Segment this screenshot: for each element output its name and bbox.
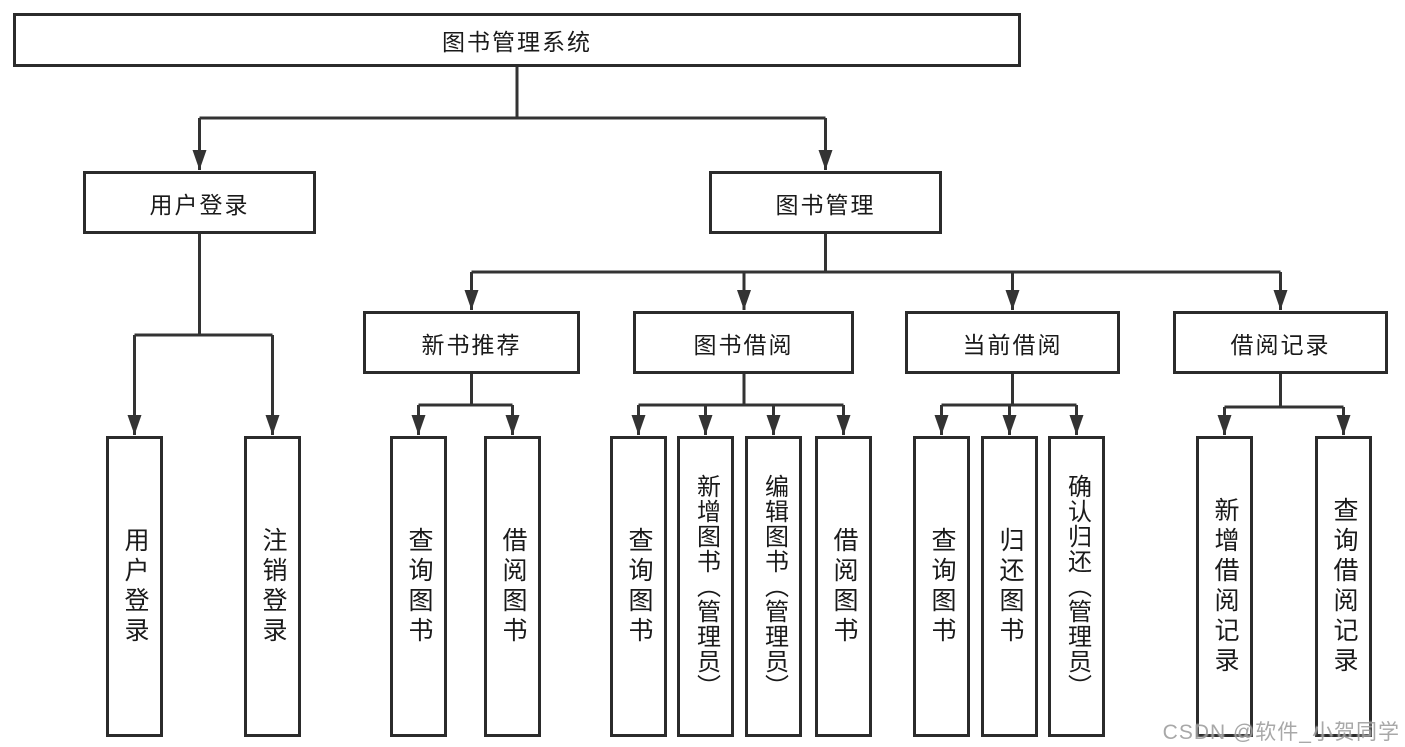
node-label: 新书推荐 xyxy=(421,331,522,358)
leaf-label: 新增图书（管理员） xyxy=(692,474,720,699)
node-system-root: 图书管理系统 xyxy=(13,13,1021,67)
edge-borrow-bus xyxy=(638,374,844,407)
leaf-label: 编辑图书（管理员） xyxy=(760,474,788,699)
watermark: CSDN @软件_小贺同学 xyxy=(1162,721,1400,744)
node-label: 图书借阅 xyxy=(693,331,794,358)
edge-records-bus xyxy=(1224,374,1344,409)
leaf-user-login: 用户登录 xyxy=(106,436,163,737)
leaf-label: 查询图书 xyxy=(405,526,433,647)
leaf-label: 查询借阅记录 xyxy=(1330,496,1358,677)
leaf-label: 归还图书 xyxy=(996,526,1024,647)
node-user-login: 用户登录 xyxy=(83,171,316,234)
leaf-label: 查询图书 xyxy=(928,526,956,647)
leaf-label: 注销登录 xyxy=(259,526,287,647)
leaf-current-return: 归还图书 xyxy=(981,436,1038,737)
leaf-logout: 注销登录 xyxy=(244,436,301,737)
leaf-current-confirm-admin: 确认归还（管理员） xyxy=(1048,436,1105,737)
node-label: 图书管理系统 xyxy=(442,29,592,55)
leaf-borrow-add-admin: 新增图书（管理员） xyxy=(677,436,734,737)
leaf-label: 借阅图书 xyxy=(830,526,858,647)
node-label: 借阅记录 xyxy=(1230,331,1331,358)
leaf-label: 新增借阅记录 xyxy=(1211,496,1239,677)
leaf-borrow-query: 查询图书 xyxy=(610,436,667,737)
leaf-newbook-query: 查询图书 xyxy=(390,436,447,737)
edge-book-mgmt-bus xyxy=(471,234,1281,274)
leaf-label: 确认归还（管理员） xyxy=(1063,474,1091,699)
node-new-book-recommend: 新书推荐 xyxy=(363,311,580,374)
edge-newbook-bus xyxy=(418,374,513,407)
node-borrow-records: 借阅记录 xyxy=(1173,311,1388,374)
leaf-current-query: 查询图书 xyxy=(913,436,970,737)
leaf-records-add: 新增借阅记录 xyxy=(1196,436,1253,737)
edge-user-login-bus xyxy=(134,234,273,337)
node-label: 当前借阅 xyxy=(962,331,1063,358)
leaf-label: 查询图书 xyxy=(625,526,653,647)
leaf-label: 借阅图书 xyxy=(499,526,527,647)
edge-current-bus xyxy=(941,374,1077,407)
node-book-management: 图书管理 xyxy=(709,171,942,234)
leaf-records-query: 查询借阅记录 xyxy=(1315,436,1372,737)
node-current-borrow: 当前借阅 xyxy=(905,311,1120,374)
leaf-label: 用户登录 xyxy=(121,526,149,647)
node-label: 图书管理 xyxy=(775,191,876,218)
leaf-borrow-edit-admin: 编辑图书（管理员） xyxy=(745,436,802,737)
node-label: 用户登录 xyxy=(149,191,250,218)
leaf-newbook-borrow: 借阅图书 xyxy=(484,436,541,737)
leaf-borrow-borrow: 借阅图书 xyxy=(815,436,872,737)
node-book-borrow: 图书借阅 xyxy=(633,311,854,374)
